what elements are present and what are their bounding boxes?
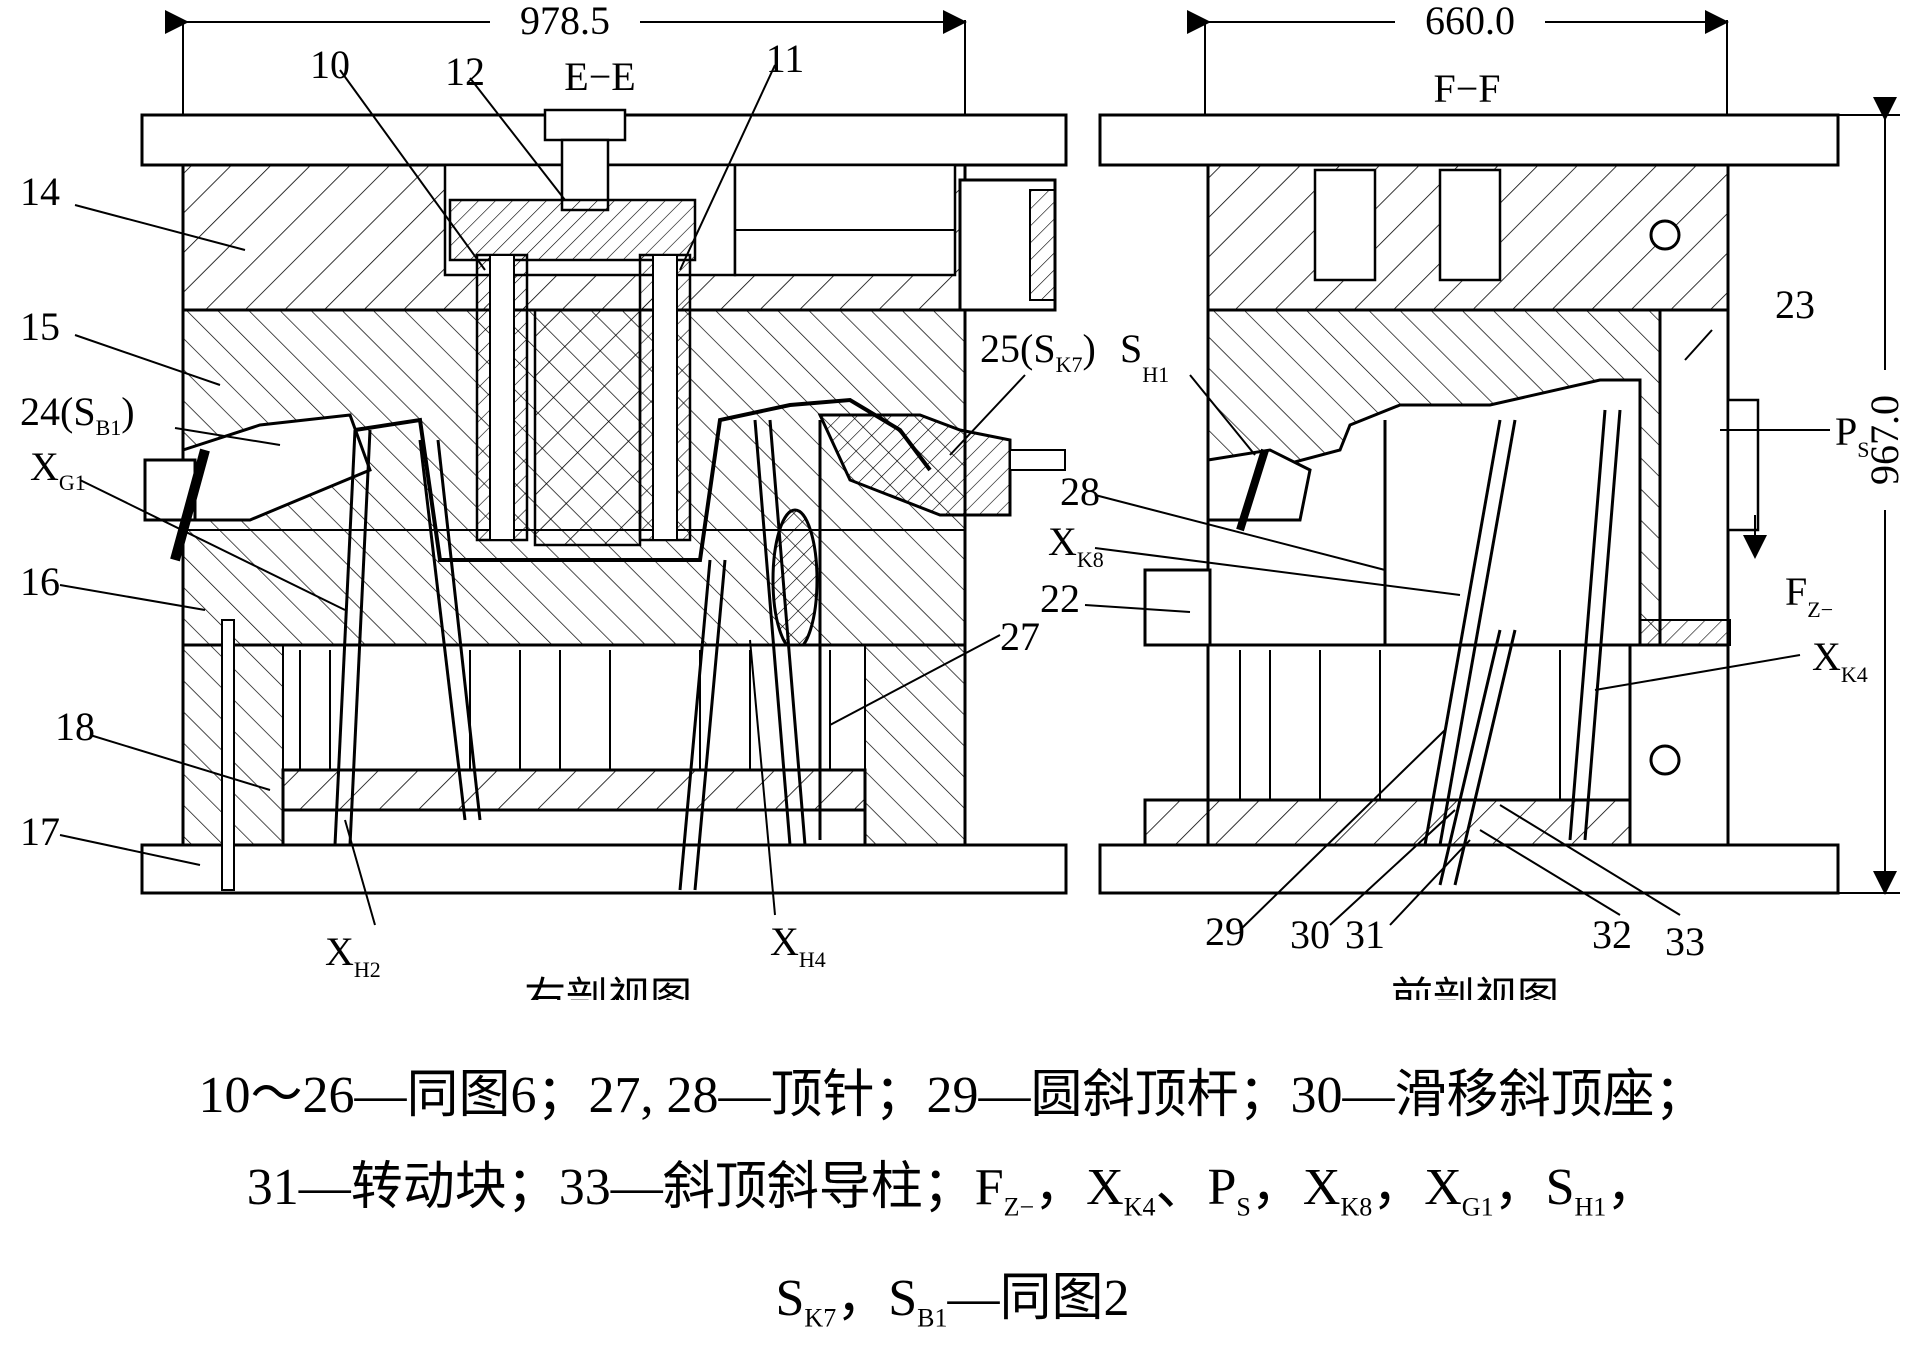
label-xg1: XG1	[30, 444, 86, 495]
caption-line-3: SK7，SB1—同图2	[775, 1270, 1130, 1333]
label-24: 24(SB1)	[20, 389, 135, 440]
label-17: 17	[20, 809, 60, 854]
label-33: 33	[1665, 919, 1705, 964]
dim-width-right: 978.5	[165, 0, 967, 118]
front-bottom-clamp-plate	[1098, 843, 1840, 895]
label-25: 25(SK7)	[980, 326, 1096, 377]
part-labels: E−E F−F 10 12 11 14 15 24(SB1) XG1 16 18…	[20, 36, 1870, 1000]
front-top-clamp-plate	[1098, 113, 1840, 167]
label-32: 32	[1592, 912, 1632, 957]
label-31: 31	[1345, 912, 1385, 957]
dim-660-label: 660.0	[1425, 0, 1515, 43]
label-11: 11	[766, 36, 805, 81]
label-16: 16	[20, 559, 60, 604]
caption-line-2: 31—转动块；33—斜顶斜导柱；FZ−，XK4、PS，XK8，XG1，SH1，	[246, 1159, 1659, 1222]
ejector-plate-18	[281, 768, 867, 812]
label-ps: PS	[1835, 409, 1870, 462]
label-18: 18	[55, 704, 95, 749]
dim-967-label: 967.0	[1862, 395, 1905, 485]
caption-line-1: 10～26—同图6；27, 28—顶针；29—圆斜顶杆；30—滑移斜顶座；	[198, 1067, 1707, 1124]
label-30: 30	[1290, 912, 1330, 957]
section-label-ff: F−F	[1433, 66, 1500, 111]
label-xh4: XH4	[770, 919, 826, 972]
label-27: 27	[1000, 614, 1040, 659]
right-section-view: 978.5	[140, 0, 1068, 895]
label-xh2: XH2	[325, 929, 381, 982]
label-29: 29	[1205, 909, 1245, 954]
label-xk8: XK8	[1048, 519, 1104, 572]
front-section-view: 660.0 967.0	[1098, 0, 1905, 895]
figure-caption: 10～26—同图6；27, 28—顶针；29—圆斜顶杆；30—滑移斜顶座； 31…	[40, 1050, 1865, 1365]
bottom-clamp-plate-17	[140, 843, 1068, 895]
label-12: 12	[445, 49, 485, 94]
view-title-front: 前剖视图	[1391, 973, 1559, 1000]
label-fz: FZ−	[1785, 569, 1833, 622]
label-23: 23	[1775, 282, 1815, 327]
dim-978-label: 978.5	[520, 0, 610, 43]
label-10: 10	[310, 42, 350, 87]
dim-width-front: 660.0	[1187, 0, 1729, 118]
view-title-right: 右剖视图	[524, 973, 692, 1000]
leader-lines	[59, 64, 1830, 931]
label-sh1: SH1	[1120, 326, 1169, 387]
label-15: 15	[20, 304, 60, 349]
section-label-ee: E−E	[564, 54, 635, 99]
label-28: 28	[1060, 469, 1100, 514]
label-xk4: XK4	[1812, 634, 1868, 687]
mold-section-drawing: 978.5	[20, 0, 1905, 1000]
label-22: 22	[1040, 576, 1080, 621]
label-14: 14	[20, 169, 60, 214]
